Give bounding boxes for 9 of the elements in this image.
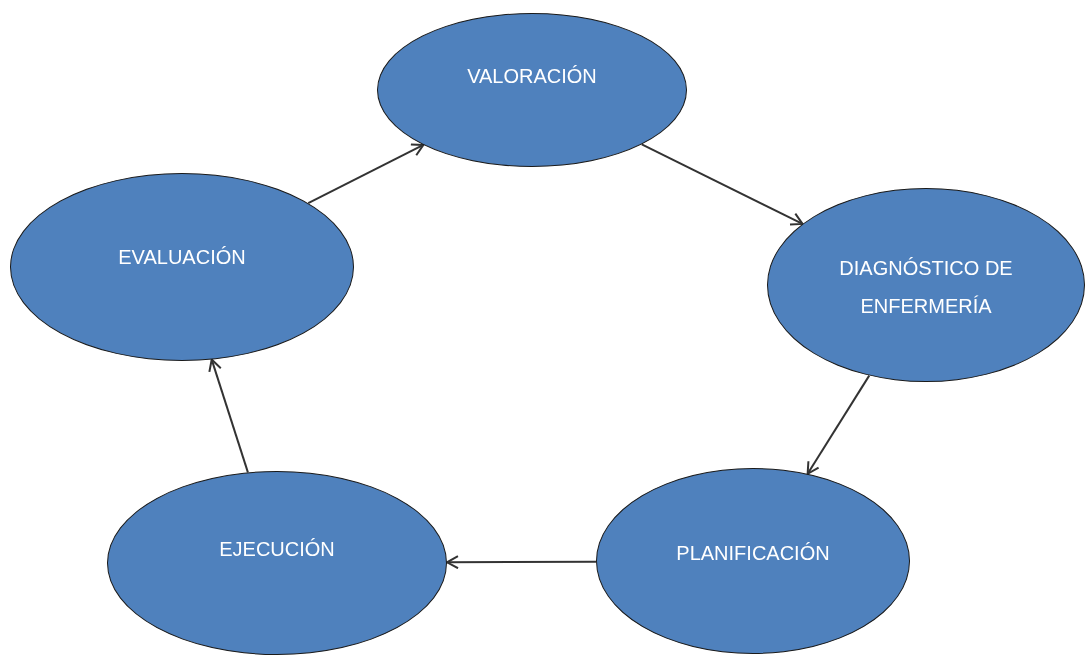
node-label: EJECUCIÓN [219, 537, 335, 562]
node-label: EVALUACIÓN [118, 245, 246, 270]
node-label: VALORACIÓN [467, 64, 597, 89]
arrow [806, 374, 871, 475]
arrow [307, 143, 425, 205]
arrow [640, 143, 804, 226]
node-label: DIAGNÓSTICO DE ENFERMERÍA [838, 256, 1014, 319]
node-label: PLANIFICACIÓN [676, 541, 830, 566]
arrow [446, 555, 597, 570]
